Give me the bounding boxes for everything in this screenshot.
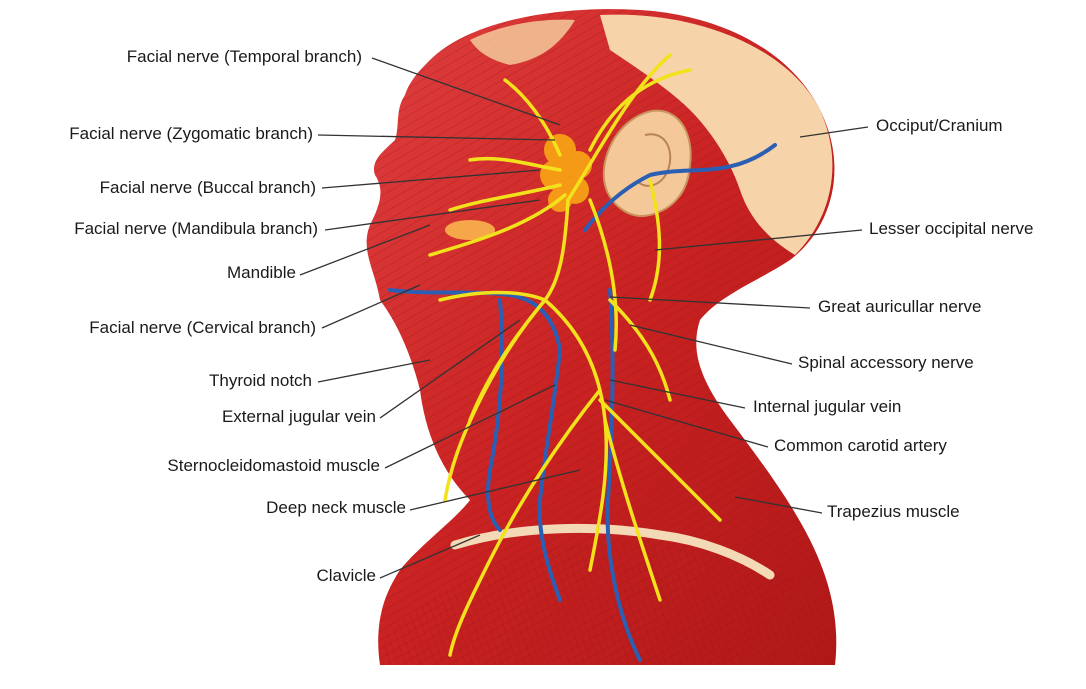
label-facial-temporal: Facial nerve (Temporal branch) [127, 47, 362, 67]
label-thyroid-notch: Thyroid notch [209, 371, 312, 391]
label-spinal-accessory: Spinal accessory nerve [798, 353, 974, 373]
label-mandible: Mandible [227, 263, 296, 283]
label-clavicle: Clavicle [316, 566, 376, 586]
label-lesser-occipital: Lesser occipital nerve [869, 219, 1033, 239]
label-internal-jugular: Internal jugular vein [753, 397, 901, 417]
label-facial-cervical: Facial nerve (Cervical branch) [89, 318, 316, 338]
label-facial-buccal: Facial nerve (Buccal branch) [100, 178, 316, 198]
label-facial-zygomatic: Facial nerve (Zygomatic branch) [69, 124, 313, 144]
label-common-carotid: Common carotid artery [774, 436, 947, 456]
label-facial-mandibula: Facial nerve (Mandibula branch) [74, 219, 318, 239]
label-sternocleidomastoid: Sternocleidomastoid muscle [167, 456, 380, 476]
label-great-auricular: Great auricullar nerve [818, 297, 981, 317]
leader-thyroid-notch [318, 360, 430, 382]
label-trapezius: Trapezius muscle [827, 502, 960, 522]
label-deep-neck: Deep neck muscle [266, 498, 406, 518]
label-external-jugular: External jugular vein [222, 407, 376, 427]
label-occiput: Occiput/Cranium [876, 116, 1003, 136]
